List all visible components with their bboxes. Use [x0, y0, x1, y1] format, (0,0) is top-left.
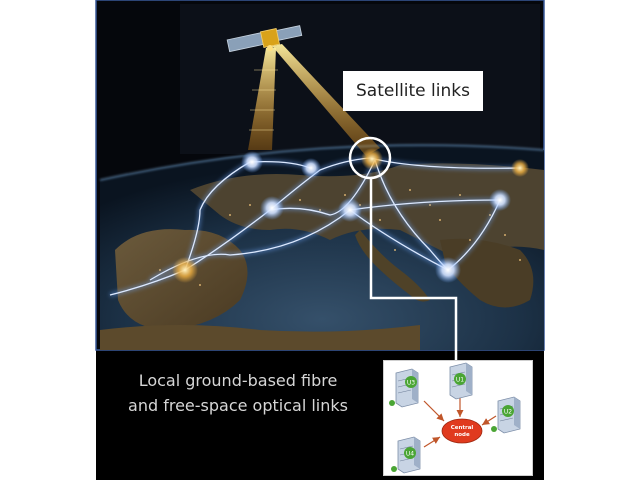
network-inset: U3 U1 U2 — [383, 360, 533, 476]
beam-vertical — [248, 48, 276, 150]
node — [338, 198, 362, 222]
inset-arrows — [423, 396, 497, 448]
central-node: Central node — [441, 418, 483, 444]
ground-label-line1: Local ground-based fibre — [138, 371, 338, 390]
node — [489, 189, 511, 211]
user-label: U1 — [456, 377, 464, 384]
beam-diagonal — [272, 44, 380, 156]
node — [511, 159, 529, 177]
arrow-u3 — [423, 400, 445, 422]
node — [241, 151, 263, 173]
network-nodes — [172, 148, 529, 283]
land-italy — [355, 230, 430, 302]
server-icon-u3: U3 — [389, 368, 419, 408]
earth — [99, 144, 545, 350]
satellite-links-label: Satellite links — [343, 71, 483, 111]
land-africa — [100, 325, 420, 350]
user-label: U4 — [406, 451, 414, 458]
node — [435, 257, 461, 283]
central-node-label-2: node — [454, 432, 470, 438]
arrow-u4 — [423, 436, 441, 448]
leader-line — [369, 178, 458, 362]
ground-links-label: Local ground-based fibre and free-space … — [103, 368, 373, 418]
node — [361, 148, 383, 170]
user-label: U3 — [407, 380, 415, 387]
satellite-icon — [226, 25, 303, 53]
central-node-label-1: Central — [451, 425, 474, 431]
node — [172, 257, 198, 283]
arrow-u2 — [481, 415, 497, 426]
land-europe — [190, 163, 544, 260]
satellite-beams — [248, 44, 380, 156]
server-icon-u2: U2 — [491, 396, 521, 434]
user-label: U2 — [504, 409, 512, 416]
inset-svg: U3 U1 U2 — [389, 362, 521, 474]
ground-label-line2: and free-space optical links — [128, 396, 348, 415]
server-icon-u1: U1 — [449, 362, 473, 400]
node — [301, 158, 321, 178]
node — [260, 196, 284, 220]
server-icon-u4: U4 — [391, 436, 421, 474]
